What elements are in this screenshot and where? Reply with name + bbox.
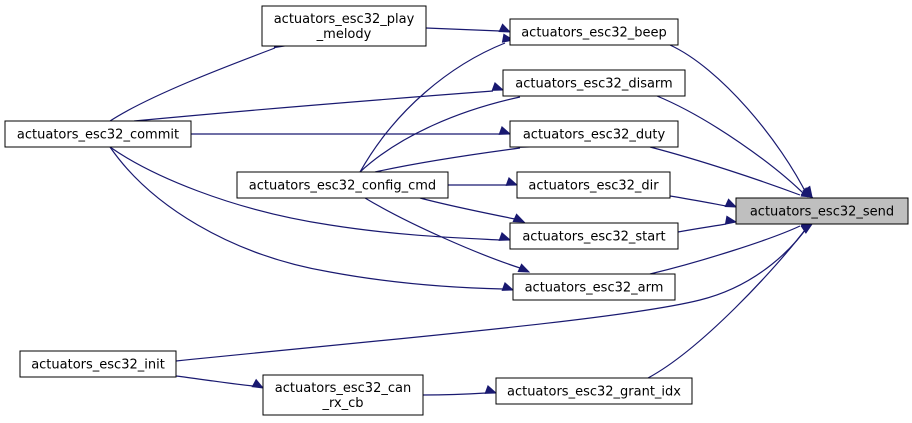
node-label: actuators_esc32_play: [274, 12, 415, 27]
edge-line: [133, 90, 494, 122]
node-box: [262, 374, 424, 416]
node-label: _melody: [316, 27, 372, 42]
edge-arrowhead: [800, 223, 814, 234]
node-label: actuators_esc32_arm: [525, 281, 664, 296]
node-label: actuators_esc32_grant_idx: [507, 385, 681, 400]
edge-commit-to-disarm: [133, 81, 505, 122]
edge-arrowhead: [498, 23, 512, 33]
edge-commit-to-play_melody: [109, 39, 287, 122]
edge-config_cmd-to-duty: [374, 138, 532, 173]
edge-line: [677, 223, 727, 233]
node-label: actuators_esc32_dir: [528, 179, 659, 194]
node-label: actuators_esc32_commit: [17, 128, 179, 143]
edge-start-to-send: [677, 215, 738, 233]
node-label: actuators_esc32_start: [522, 230, 665, 245]
edge-arrowhead: [517, 263, 531, 273]
edge-dir-to-send: [669, 195, 738, 208]
node-dir[interactable]: actuators_esc32_dir: [516, 171, 671, 199]
edge-arrowhead: [251, 378, 265, 389]
edge-commit-to-start: [109, 146, 512, 241]
edge-line: [109, 47, 276, 122]
node-init[interactable]: actuators_esc32_init: [19, 350, 177, 378]
edge-arrowhead: [501, 281, 515, 291]
edge-config_cmd-to-arm: [364, 197, 531, 273]
edge-line: [649, 146, 801, 196]
node-commit[interactable]: actuators_esc32_commit: [4, 120, 192, 148]
node-label: actuators_esc32_can: [275, 381, 411, 396]
edge-arrowhead: [498, 125, 512, 135]
edge-line: [425, 27, 501, 32]
edge-duty-to-send: [649, 146, 814, 198]
edge-line: [109, 146, 501, 241]
node-grant-idx[interactable]: actuators_esc32_grant_idx: [495, 377, 693, 405]
node-beep[interactable]: actuators_esc32_beep: [509, 18, 679, 46]
node-play-melody[interactable]: actuators_esc32_play_melody: [261, 5, 427, 47]
edge-line: [109, 146, 504, 290]
edge-arrowhead: [800, 188, 814, 198]
node-label: actuators_esc32_send: [750, 205, 894, 220]
edge-arrowhead: [484, 384, 498, 394]
node-box: [236, 171, 449, 199]
edge-arrowhead: [491, 81, 505, 91]
node-box: [512, 273, 676, 301]
node-box: [19, 350, 177, 378]
edge-line: [175, 375, 254, 387]
node-box: [509, 120, 679, 148]
node-disarm[interactable]: actuators_esc32_disarm: [502, 69, 686, 97]
node-config-cmd[interactable]: actuators_esc32_config_cmd: [236, 171, 449, 199]
edge-line: [359, 42, 506, 173]
edge-arrowhead: [512, 213, 526, 223]
edge-arrowhead: [505, 176, 519, 186]
node-box: [509, 18, 679, 46]
node-box: [509, 222, 679, 250]
node-box: [735, 197, 909, 225]
edge-arrowhead: [724, 198, 738, 208]
edge-init-to-send: [175, 223, 814, 362]
edge-disarm-to-send: [656, 95, 814, 198]
node-label: _rx_cb: [321, 396, 363, 411]
node-box: [261, 5, 427, 47]
node-box: [516, 171, 671, 199]
edge-line: [419, 197, 516, 220]
edge-init-to-can_rx_cb: [175, 375, 265, 389]
node-label: actuators_esc32_disarm: [515, 77, 672, 92]
node-box: [495, 377, 693, 405]
edge-config_cmd-to-start: [419, 197, 526, 223]
edge-arrowhead: [498, 231, 512, 241]
edge-line: [175, 225, 809, 362]
node-send[interactable]: actuators_esc32_send: [735, 197, 909, 225]
edge-line: [656, 95, 807, 197]
node-label: actuators_esc32_config_cmd: [249, 179, 436, 194]
edge-line: [649, 225, 801, 275]
node-box: [4, 120, 192, 148]
edge-play_melody-to-beep: [425, 23, 512, 33]
edge-line: [359, 96, 521, 173]
edge-arrowhead: [724, 215, 738, 225]
edge-line: [374, 147, 521, 173]
edge-can_rx_cb-to-grant_idx: [422, 384, 498, 396]
edge-line: [364, 197, 521, 269]
node-duty[interactable]: actuators_esc32_duty: [509, 120, 679, 148]
edge-commit-to-duty: [191, 125, 512, 135]
node-arm[interactable]: actuators_esc32_arm: [512, 273, 676, 301]
edge-line: [669, 44, 809, 198]
node-label: actuators_esc32_duty: [523, 128, 666, 143]
node-label: actuators_esc32_init: [31, 358, 165, 373]
edge-commit-to-arm: [109, 146, 515, 291]
edge-config_cmd-to-beep: [359, 33, 515, 173]
node-start[interactable]: actuators_esc32_start: [509, 222, 679, 250]
edge-config_cmd-to-dir: [447, 176, 519, 186]
edges-layer: [109, 23, 814, 396]
node-box: [502, 69, 686, 97]
edge-line: [669, 195, 727, 207]
node-can-rx-cb[interactable]: actuators_esc32_can_rx_cb: [262, 374, 424, 416]
node-label: actuators_esc32_beep: [521, 26, 667, 41]
edge-line: [422, 392, 487, 396]
nodes-layer: actuators_esc32_send actuators_esc32_beep…: [4, 5, 909, 416]
